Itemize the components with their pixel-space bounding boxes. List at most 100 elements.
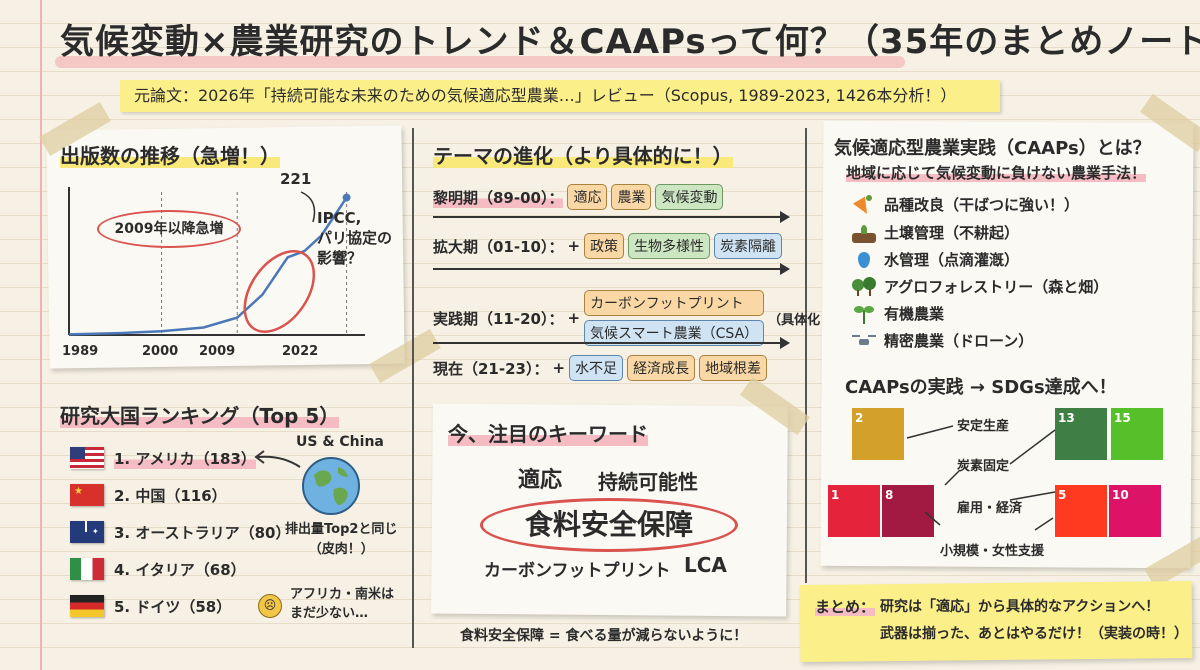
theme-chip: 炭素隔離 bbox=[714, 233, 783, 259]
rank-label: 4. イタリア（68） bbox=[114, 560, 246, 579]
notebook-margin-line bbox=[40, 0, 42, 670]
sad-face-icon: ☹ bbox=[258, 594, 282, 618]
publications-chart bbox=[68, 187, 365, 336]
chart-axes bbox=[68, 187, 365, 336]
practice-label: 精密農業（ドローン） bbox=[884, 332, 1034, 350]
practice-soil: 土壌管理（不耕起） bbox=[852, 222, 1019, 243]
australia-flag: ✦ bbox=[70, 521, 104, 543]
practice-precision: 精密農業（ドローン） bbox=[852, 330, 1033, 351]
keyword-food-security: 食料安全保障 bbox=[480, 498, 738, 552]
rank-row-china: ★ 2. 中国（116） bbox=[70, 484, 227, 506]
practice-water: 水管理（点滴灌漑） bbox=[852, 249, 1019, 270]
soil-sprout-icon bbox=[852, 223, 876, 243]
sdg-link-employment: 雇用・経済 bbox=[957, 501, 1023, 516]
era-expansion: 拡大期（01-10）： + 政策 生物多様性 炭素隔離 bbox=[433, 233, 783, 259]
drone-icon bbox=[852, 331, 876, 351]
plus-sign: + bbox=[552, 359, 566, 377]
theme-chip: 地域根差 bbox=[699, 355, 768, 381]
theme-chip: 農業 bbox=[611, 184, 652, 210]
sad-note: アフリカ・南米は まだ少ない… bbox=[290, 587, 395, 621]
column-divider bbox=[805, 128, 807, 583]
timeline-arrow bbox=[433, 263, 790, 275]
practice-label: アグロフォレストリー（森と畑） bbox=[884, 278, 1109, 296]
us-flag bbox=[70, 447, 104, 469]
summary-label: まとめ： bbox=[815, 598, 876, 616]
sdg-arrows bbox=[906, 425, 1056, 531]
chart-line bbox=[68, 191, 351, 336]
practice-label: 水管理（点滴灌漑） bbox=[884, 251, 1020, 269]
data-point-2022 bbox=[342, 193, 351, 202]
caaps-subtitle: 地域に応じて気候変動に負けない農業手法！ bbox=[846, 164, 1147, 182]
keyword-adaptation: 適応 bbox=[518, 468, 563, 493]
rank-row-germany: 5. ドイツ（58） bbox=[70, 595, 231, 617]
summary-card bbox=[799, 580, 1193, 663]
ranking-title: 研究大国ランキング（Top 5） bbox=[60, 404, 340, 428]
rank-row-us: 1. アメリカ（183） bbox=[70, 447, 256, 469]
publications-title: 出版数の推移（急増！） bbox=[60, 144, 280, 168]
china-flag: ★ bbox=[70, 484, 104, 506]
globe-bottom-note: 排出量Top2と同じ （皮肉！） bbox=[285, 522, 398, 557]
sdg-5-tile: 5 bbox=[1055, 485, 1107, 537]
page-title: 気候変動×農業研究のトレンド＆CAAPsって何？（35年のまとめノート） bbox=[60, 22, 1200, 62]
ipcc-note: IPCC, パリ協定の 影響？ bbox=[317, 209, 393, 267]
era-current: 現在（21-23）： + 水不足 経済成長 地域根差 bbox=[433, 355, 768, 381]
sdg-13-tile: 13 bbox=[1055, 408, 1107, 460]
carrot-icon bbox=[852, 194, 876, 217]
surge-highlight-circle bbox=[243, 250, 316, 333]
era-label: 黎明期（89-00）： bbox=[433, 186, 564, 208]
italy-flag bbox=[70, 558, 104, 580]
theme-chip: 生物多様性 bbox=[628, 233, 711, 259]
sdg-15-tile: 15 bbox=[1111, 408, 1163, 460]
timeline-arrow bbox=[433, 211, 790, 223]
surge-callout: 2009年以降急増 bbox=[97, 210, 241, 248]
summary-line-2: 武器は揃った、あとはやるだけ！（実装の時！） bbox=[880, 626, 1188, 642]
sdg-link-stable-production: 安定生産 bbox=[957, 419, 1010, 434]
ipcc-arrow bbox=[300, 191, 316, 223]
x-tick-2009: 2009 bbox=[199, 344, 236, 359]
x-tick-2000: 2000 bbox=[142, 344, 179, 359]
sdg-1-tile: 1 bbox=[828, 485, 880, 537]
keyword-carbon-footprint: カーボンフットプリント bbox=[484, 561, 671, 581]
germany-flag bbox=[70, 595, 104, 617]
title-highlight bbox=[55, 56, 905, 68]
globe-top-label: US & China bbox=[296, 434, 384, 450]
sdg-link-carbon: 炭素固定 bbox=[957, 459, 1010, 474]
column-divider bbox=[412, 128, 414, 648]
keyword-sustainability: 持続可能性 bbox=[598, 470, 698, 494]
theme-chip: 気候スマート農業（CSA） bbox=[584, 320, 765, 346]
practice-label: 土壌管理（不耕起） bbox=[884, 224, 1020, 242]
seedling-icon bbox=[852, 304, 876, 324]
themes-title: テーマの進化（より具体的に！） bbox=[433, 144, 733, 168]
globe-icon bbox=[302, 457, 360, 515]
caaps-title: 気候適応型農業実践（CAAPs）とは？ bbox=[834, 138, 1151, 159]
practice-breeding: 品種改良（干ばつに強い！） bbox=[852, 194, 1080, 217]
peak-value-label: 221 bbox=[280, 170, 312, 188]
rank-row-australia: ✦ 3. オーストラリア（80） bbox=[70, 521, 290, 543]
sdg-link-women: 小規模・女性支援 bbox=[940, 544, 1045, 559]
theme-chip: 経済成長 bbox=[627, 355, 696, 381]
source-banner: 元論文：2026年「持続可能な未来のための気候適応型農業…」レビュー（Scopu… bbox=[120, 80, 1000, 112]
rank-label: 1. アメリカ（183） bbox=[114, 447, 256, 469]
plus-sign: + bbox=[567, 309, 581, 327]
theme-chip: 適応 bbox=[567, 184, 608, 210]
publications-series-line bbox=[68, 196, 348, 336]
rank-row-italy: 4. イタリア（68） bbox=[70, 558, 246, 580]
plus-sign: + bbox=[567, 237, 581, 255]
timeline-arrow bbox=[433, 337, 790, 349]
era-practice: 実践期（11-20）： + カーボンフットプリント 気候スマート農業（CSA） … bbox=[433, 290, 846, 346]
keywords-title: 今、注目のキーワード bbox=[448, 422, 648, 446]
sdgs-title: CAAPsの実践 → SDGs達成へ！ bbox=[845, 377, 1117, 398]
era-dawn: 黎明期（89-00）： 適応 農業 気候変動 bbox=[433, 184, 724, 210]
theme-chip: 水不足 bbox=[569, 355, 624, 381]
practice-label: 有機農業 bbox=[884, 305, 945, 323]
food-security-footnote: 食料安全保障 = 食べる量が減らないように！ bbox=[460, 628, 748, 644]
water-drop-icon bbox=[852, 250, 876, 270]
sdg-2-tile: 2 bbox=[852, 408, 904, 460]
rank-label: 3. オーストラリア（80） bbox=[114, 523, 291, 542]
sdg-8-tile: 8 bbox=[882, 485, 934, 537]
practice-organic: 有機農業 bbox=[852, 303, 944, 324]
rank-label: 5. ドイツ（58） bbox=[114, 597, 232, 616]
practice-agroforestry: アグロフォレストリー（森と畑） bbox=[852, 276, 1108, 297]
practice-label: 品種改良（干ばつに強い！） bbox=[884, 196, 1080, 214]
theme-chip: 気候変動 bbox=[655, 184, 724, 210]
